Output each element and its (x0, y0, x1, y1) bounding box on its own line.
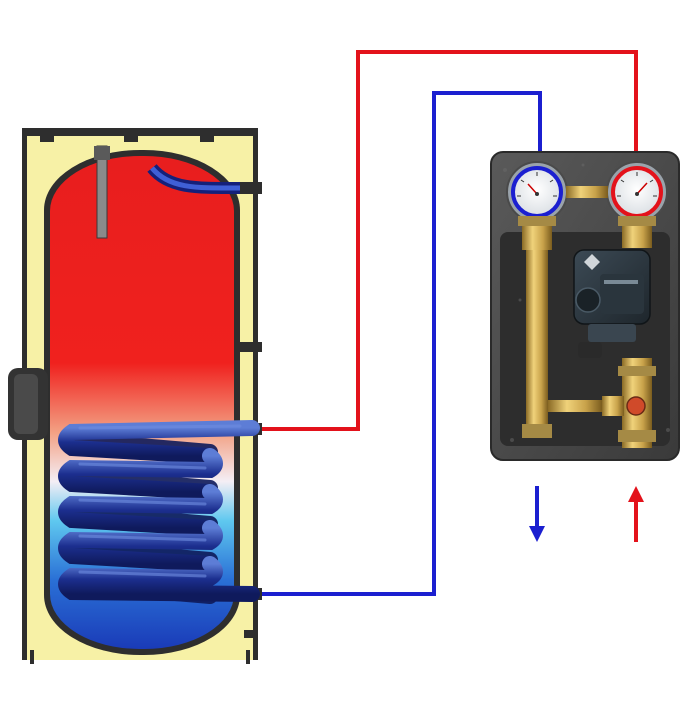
brass-nut (522, 424, 552, 438)
hot-inflow-arrow (628, 486, 644, 542)
brass-nut (518, 216, 556, 226)
gauge-ticks (617, 172, 657, 197)
pump-base (588, 324, 636, 342)
pump-group-module (490, 151, 680, 461)
check-valve-assembly (602, 358, 656, 448)
port-stub (244, 630, 258, 638)
cold-return-pipe (262, 91, 542, 596)
flange-cover (14, 374, 38, 434)
gauge-ticks (517, 172, 557, 197)
coil-front (58, 420, 260, 602)
coil-highlight (78, 424, 242, 578)
left-brass-pipe (522, 222, 552, 250)
thermometer-gauge-hot (606, 161, 668, 223)
gauge-needle (527, 183, 538, 195)
tank-top-cap (22, 128, 258, 136)
brass-bridge (566, 186, 608, 198)
right-brass-pipe (622, 222, 652, 248)
pump-label-strip (604, 280, 638, 284)
top-clip (200, 128, 214, 142)
top-clip (40, 128, 54, 142)
bypass-pipe (548, 400, 602, 412)
port-stub (240, 342, 262, 352)
gauge-needle (636, 182, 648, 195)
circulation-pump (573, 249, 651, 358)
brass-nut (618, 216, 656, 226)
pump-motor-cap (575, 287, 601, 313)
sensor-head (94, 146, 110, 160)
tank-leg (246, 650, 250, 664)
pump-brand-mark (584, 254, 600, 270)
pump-cable-gland (578, 342, 602, 358)
tank-leg (30, 650, 34, 664)
heat-exchanger-coil (58, 420, 260, 604)
valve-handle (626, 396, 646, 416)
top-clip (124, 128, 138, 142)
port-stub (240, 182, 262, 194)
thermometer-gauge-cold (506, 161, 568, 223)
cold-outflow-arrow (529, 486, 545, 542)
hot-flow-pipe (262, 50, 638, 431)
left-riser-pipe (526, 250, 548, 428)
